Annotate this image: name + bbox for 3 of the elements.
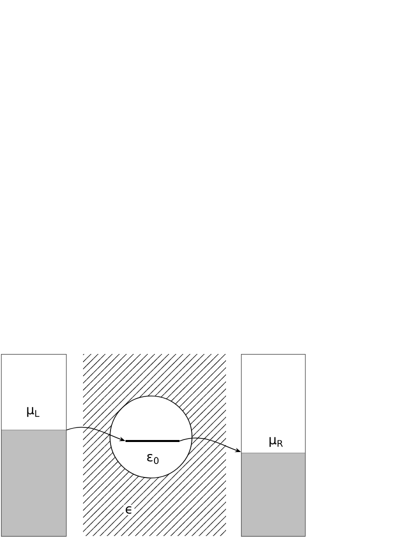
electrode-box: μ$_{R}$	[240, 354, 306, 537]
region-label: ϵ	[124, 504, 134, 516]
electrode-box: μ$_{L}$	[0, 354, 67, 537]
